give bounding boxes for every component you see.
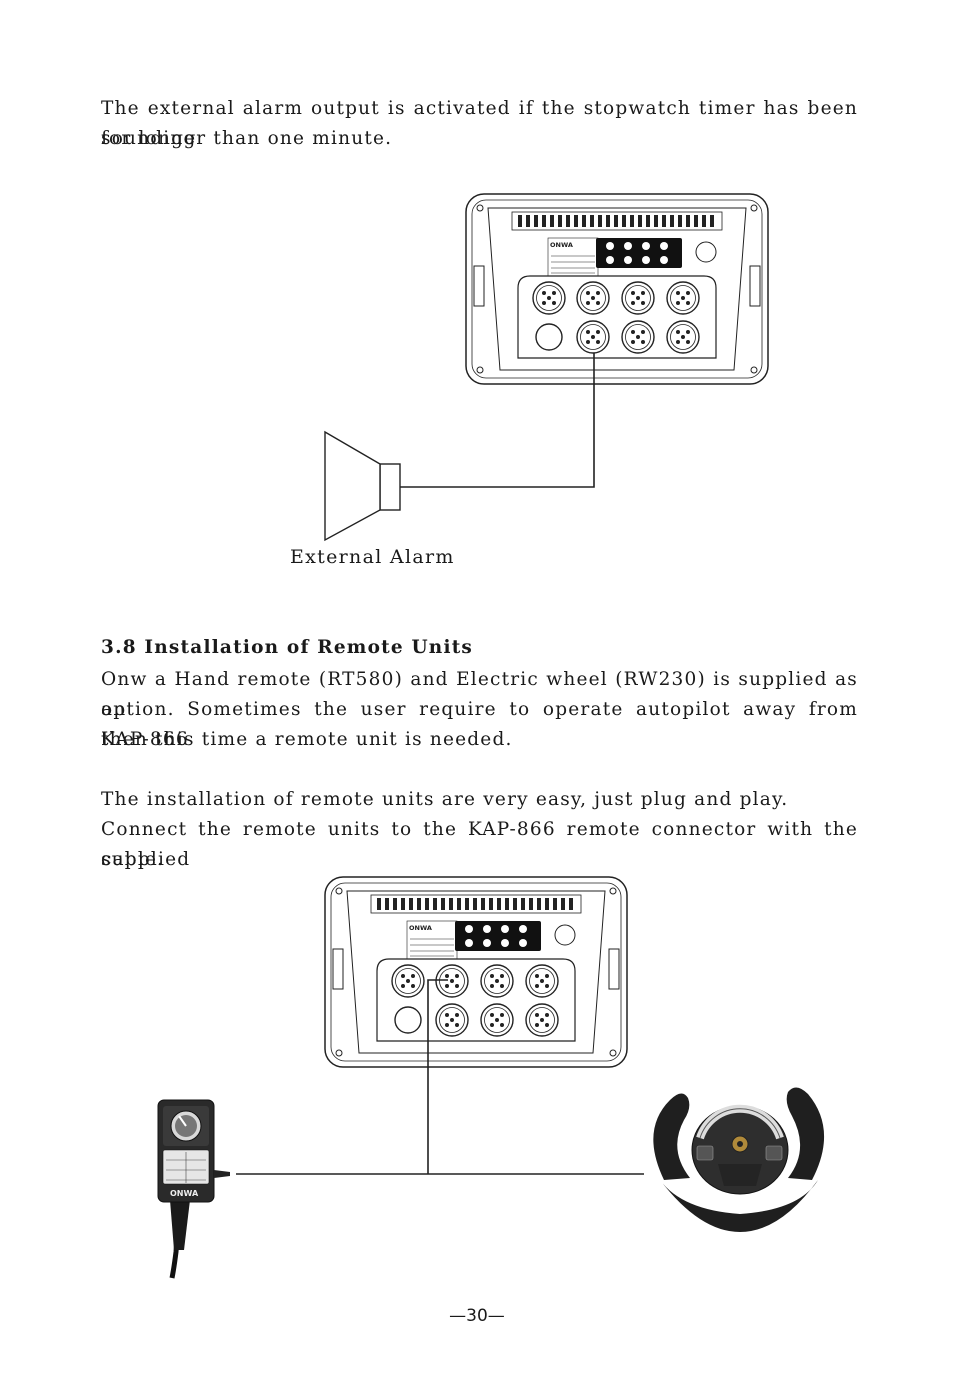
page-number: —30— bbox=[449, 1306, 505, 1326]
para1-line-1: Onw a Hand remote (RT580) and Electric w… bbox=[101, 669, 858, 720]
unit-brand-1: ONWA bbox=[550, 241, 573, 249]
para1-line-2: option. Sometimes the user require to op… bbox=[101, 699, 858, 750]
para2-line: The installation of remote units are ver… bbox=[101, 789, 789, 810]
remote-cable bbox=[427, 979, 448, 1174]
external-alarm-caption: External Alarm bbox=[290, 546, 455, 568]
electric-wheel-icon bbox=[653, 1087, 825, 1232]
para3-line-1: Connect the remote units to the KAP-866 … bbox=[101, 819, 858, 870]
para1-line-3: then this time a remote unit is needed. bbox=[101, 729, 513, 750]
alarm-cable bbox=[400, 353, 595, 488]
section-heading: 3.8 Installation of Remote Units bbox=[101, 637, 474, 658]
intro-line-1: The external alarm output is activated i… bbox=[101, 98, 858, 149]
external-alarm-horn-icon bbox=[324, 430, 401, 542]
unit-brand-2: ONWA bbox=[409, 924, 432, 932]
hand-remote-icon bbox=[157, 1099, 230, 1279]
control-unit-drawing-1 bbox=[466, 194, 768, 384]
intro-line-2: for longer than one minute. bbox=[101, 128, 393, 149]
para3-line-2: cable. bbox=[101, 849, 165, 870]
hand-remote-brand: ONWA bbox=[170, 1189, 199, 1198]
control-unit-drawing-2 bbox=[325, 877, 627, 1067]
